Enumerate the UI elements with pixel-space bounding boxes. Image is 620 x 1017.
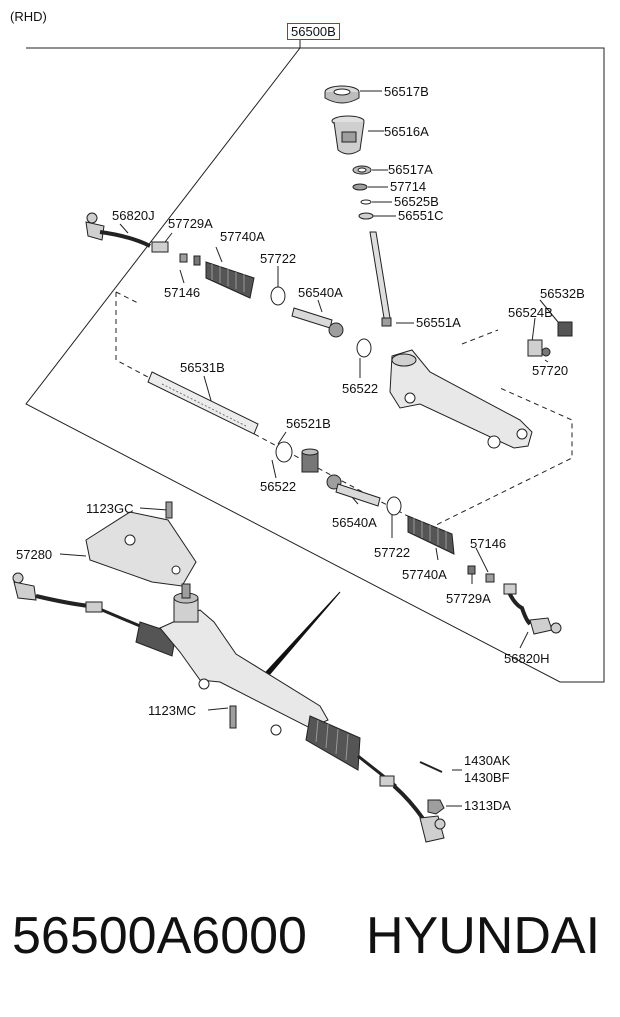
part-label[interactable]: 56532B [540,286,585,301]
part-label[interactable]: 56540A [332,515,377,530]
part-label[interactable]: 56820H [504,651,550,666]
part-label[interactable]: 1430BF [464,770,510,785]
part-label[interactable]: 57729A [168,216,213,231]
assembly-frame [25,40,605,683]
part-label[interactable]: 56522 [342,381,379,396]
part-label[interactable]: 56521B [286,416,331,431]
part-label[interactable]: 56551C [398,208,444,223]
part-label[interactable]: 56517B [384,84,429,99]
part-label[interactable]: 56540A [298,285,343,300]
part-label[interactable]: 56531B [180,360,225,375]
part-label[interactable]: 1430AK [464,753,511,768]
part-number-caption: 56500A6000 [12,907,307,965]
part-label[interactable]: 1123MC [148,703,197,718]
part-label[interactable]: 57722 [374,545,411,560]
part-label[interactable]: 57720 [532,363,569,378]
part-label[interactable]: 56516A [384,124,429,139]
part-label[interactable]: 57280 [16,547,53,562]
part-label[interactable]: 56517A [388,162,433,177]
assembly-part-number[interactable]: 56500B [287,23,340,40]
part-label[interactable]: 57740A [220,229,265,244]
part-label[interactable]: 57729A [446,591,491,606]
part-label[interactable]: 1123GC [86,501,134,516]
part-label[interactable]: 56820J [112,208,155,223]
part-label[interactable]: 57146 [470,536,507,551]
part-label[interactable]: 57714 [390,179,427,194]
part-label[interactable]: 56522 [260,479,297,494]
part-label[interactable]: 1313DA [464,798,511,813]
assembly-pointer [265,591,341,675]
part-label[interactable]: 57740A [402,567,447,582]
part-label[interactable]: 57722 [260,251,297,266]
part-label[interactable]: 56525B [394,194,439,209]
subassembly-outline [115,292,573,529]
part-label[interactable]: 56551A [416,315,461,330]
brand-caption: HYUNDAI [366,907,601,965]
part-label[interactable]: 56524B [508,305,553,320]
part-label[interactable]: 57146 [164,285,201,300]
variant-label: (RHD) [10,9,47,24]
